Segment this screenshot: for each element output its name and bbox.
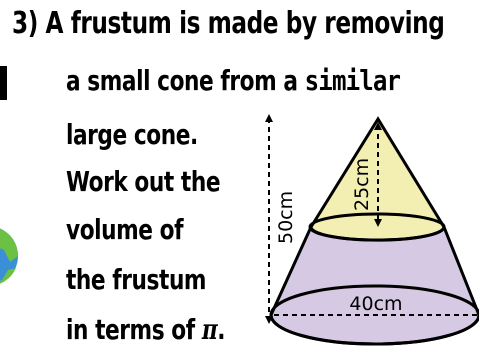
globe-icon — [0, 228, 18, 284]
total-height-arrow-top — [265, 114, 273, 122]
pi-symbol: π — [201, 313, 218, 346]
base-ellipse — [269, 284, 479, 346]
question-line-6: the frustum — [66, 263, 207, 296]
question-line-2-text: a small cone from a — [66, 64, 305, 97]
small-cone-height-label: 25cm — [351, 158, 373, 211]
base-diameter-label: 40cm — [349, 293, 402, 315]
total-height-arrow-bottom — [265, 316, 273, 324]
question-line-4: Work out the — [66, 165, 221, 198]
question-line-1-text: A frustum is made by removing — [45, 6, 445, 41]
question-line-2: a small cone from a similar — [66, 64, 401, 97]
question-line-3: large cone. — [66, 118, 198, 151]
question-line-1: 3) A frustum is made by removing — [12, 6, 445, 41]
small-height-arrow-bottom — [374, 219, 382, 227]
question-line-7: in terms of π. — [66, 313, 226, 346]
similar-emphasis: similar — [304, 64, 401, 97]
question-line-7-end: . — [217, 313, 226, 346]
question-line-5: volume of — [66, 213, 184, 246]
middle-ellipse — [308, 212, 446, 242]
question-number: 3) — [12, 6, 38, 41]
question-line-7-text: in terms of — [66, 313, 202, 346]
height-label: 50cm — [275, 191, 297, 244]
left-edge-mark — [0, 66, 7, 100]
small-height-arrow-top — [374, 122, 382, 130]
